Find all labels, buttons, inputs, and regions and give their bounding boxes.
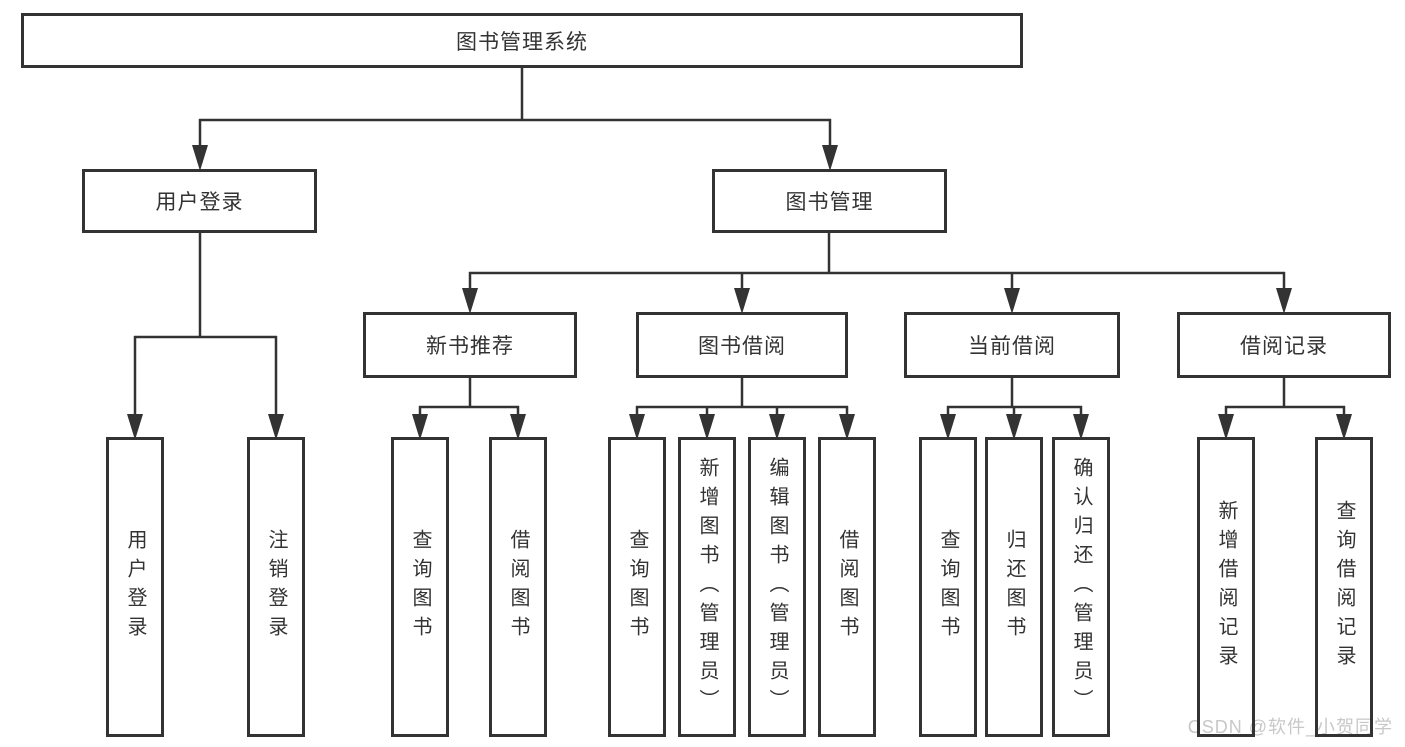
node-root-label: 图书管理系统 — [456, 30, 588, 54]
leaf-current-query-book: 查询图书 — [919, 437, 977, 737]
node-current-borrow: 当前借阅 — [904, 312, 1120, 378]
leaf-query-borrow-record-label: 查询借阅记录 — [1333, 500, 1355, 674]
leaf-add-borrow-record-label: 新增借阅记录 — [1215, 500, 1237, 674]
leaf-add-borrow-record: 新增借阅记录 — [1197, 437, 1255, 737]
leaf-add-book-admin: 新增图书（管理员） — [678, 437, 736, 737]
watermark: CSDN @软件_小贺同学 — [1187, 717, 1393, 737]
leaf-user-login: 用户登录 — [106, 437, 164, 737]
node-new-book-recommend: 新书推荐 — [363, 312, 577, 378]
node-new-book-recommend-label: 新书推荐 — [426, 335, 514, 358]
leaf-add-book-admin-label: 新增图书（管理员） — [696, 456, 718, 718]
leaf-logout: 注销登录 — [247, 437, 305, 737]
leaf-borrow-query-book-label: 查询图书 — [626, 529, 648, 645]
node-book-borrow-label: 图书借阅 — [698, 335, 786, 358]
leaf-borrow-query-book: 查询图书 — [608, 437, 666, 737]
leaf-recommend-borrow-book: 借阅图书 — [489, 437, 547, 737]
node-current-borrow-label: 当前借阅 — [968, 335, 1056, 358]
leaf-return-book: 归还图书 — [985, 437, 1043, 737]
leaf-edit-book-admin: 编辑图书（管理员） — [748, 437, 806, 737]
leaf-recommend-query-book: 查询图书 — [391, 437, 449, 737]
node-root: 图书管理系统 — [21, 13, 1023, 68]
leaf-borrow-book: 借阅图书 — [818, 437, 876, 737]
leaf-recommend-borrow-book-label: 借阅图书 — [507, 529, 529, 645]
leaf-edit-book-admin-label: 编辑图书（管理员） — [766, 456, 788, 718]
leaf-query-borrow-record: 查询借阅记录 — [1315, 437, 1373, 737]
node-book-management-label: 图书管理 — [785, 191, 874, 214]
leaf-confirm-return-admin-label: 确认归还（管理员） — [1070, 456, 1092, 718]
leaf-recommend-query-book-label: 查询图书 — [409, 529, 431, 645]
leaf-return-book-label: 归还图书 — [1003, 529, 1025, 645]
node-book-borrow: 图书借阅 — [636, 312, 848, 378]
leaf-borrow-book-label: 借阅图书 — [836, 529, 858, 645]
node-borrow-record-label: 借阅记录 — [1240, 335, 1328, 358]
leaf-confirm-return-admin: 确认归还（管理员） — [1052, 437, 1110, 737]
leaf-logout-label: 注销登录 — [265, 529, 287, 645]
node-book-management: 图书管理 — [712, 169, 947, 233]
leaf-user-login-label: 用户登录 — [124, 529, 146, 645]
node-borrow-record: 借阅记录 — [1177, 312, 1391, 378]
node-user-login-label: 用户登录 — [155, 191, 244, 214]
leaf-current-query-book-label: 查询图书 — [937, 529, 959, 645]
node-user-login: 用户登录 — [82, 169, 317, 233]
